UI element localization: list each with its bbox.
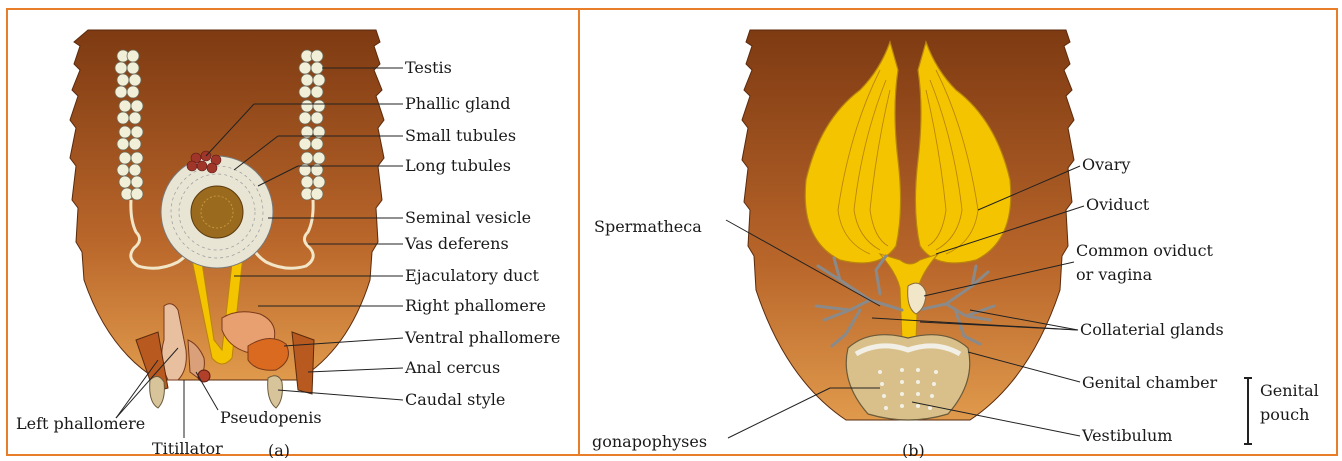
label-testis: Testis bbox=[405, 58, 452, 77]
male-diagram: Testis Phallic gland Small tubules Long … bbox=[8, 10, 582, 458]
label-common-oviduct: Common oviduct bbox=[1076, 241, 1214, 260]
label-small-tubules: Small tubules bbox=[405, 126, 516, 145]
label-phallic-gland: Phallic gland bbox=[405, 94, 510, 113]
label-pseudopenis: Pseudopenis bbox=[220, 408, 322, 427]
label-seminal-vesicle: Seminal vesicle bbox=[405, 208, 531, 227]
panel-male-reproductive-system: Testis Phallic gland Small tubules Long … bbox=[6, 8, 580, 456]
label-genital-chamber: Genital chamber bbox=[1082, 373, 1218, 392]
label-anal-cercus: Anal cercus bbox=[404, 358, 500, 377]
caudal-style-right bbox=[268, 376, 283, 408]
seminal-vesicle bbox=[161, 156, 273, 268]
label-right-phallomere: Right phallomere bbox=[405, 296, 546, 315]
label-oviduct: Oviduct bbox=[1086, 195, 1150, 214]
label-titillator: Titillator bbox=[152, 439, 223, 458]
label-caudal-style: Caudal style bbox=[405, 390, 505, 409]
label-collaterial-glands: Collaterial glands bbox=[1080, 320, 1224, 339]
label-pouch: pouch bbox=[1260, 405, 1309, 424]
label-or-vagina: or vagina bbox=[1076, 265, 1153, 284]
ventral-phallomere bbox=[248, 338, 288, 370]
label-left-phallomere: Left phallomere bbox=[16, 414, 145, 433]
label-vas-deferens: Vas deferens bbox=[404, 234, 509, 253]
label-ventral-phallomere: Ventral phallomere bbox=[404, 328, 560, 347]
label-genital: Genital bbox=[1260, 381, 1319, 400]
caption-a: (a) bbox=[268, 441, 290, 458]
caudal-style-left bbox=[150, 376, 165, 408]
label-long-tubules: Long tubules bbox=[405, 156, 511, 175]
panel-female-reproductive-system: Ovary Oviduct Spermatheca Common oviduct… bbox=[578, 8, 1338, 456]
label-vestibulum: Vestibulum bbox=[1081, 426, 1172, 445]
label-ejaculatory-duct: Ejaculatory duct bbox=[405, 266, 539, 285]
label-gonapophyses: gonapophyses bbox=[592, 432, 707, 451]
anal-cercus-right bbox=[292, 332, 314, 394]
caption-b: (b) bbox=[902, 441, 925, 458]
label-ovary: Ovary bbox=[1082, 155, 1130, 174]
female-diagram: Ovary Oviduct Spermatheca Common oviduct… bbox=[580, 10, 1340, 458]
titillator-tip bbox=[198, 370, 210, 382]
label-spermatheca: Spermatheca bbox=[594, 217, 702, 236]
